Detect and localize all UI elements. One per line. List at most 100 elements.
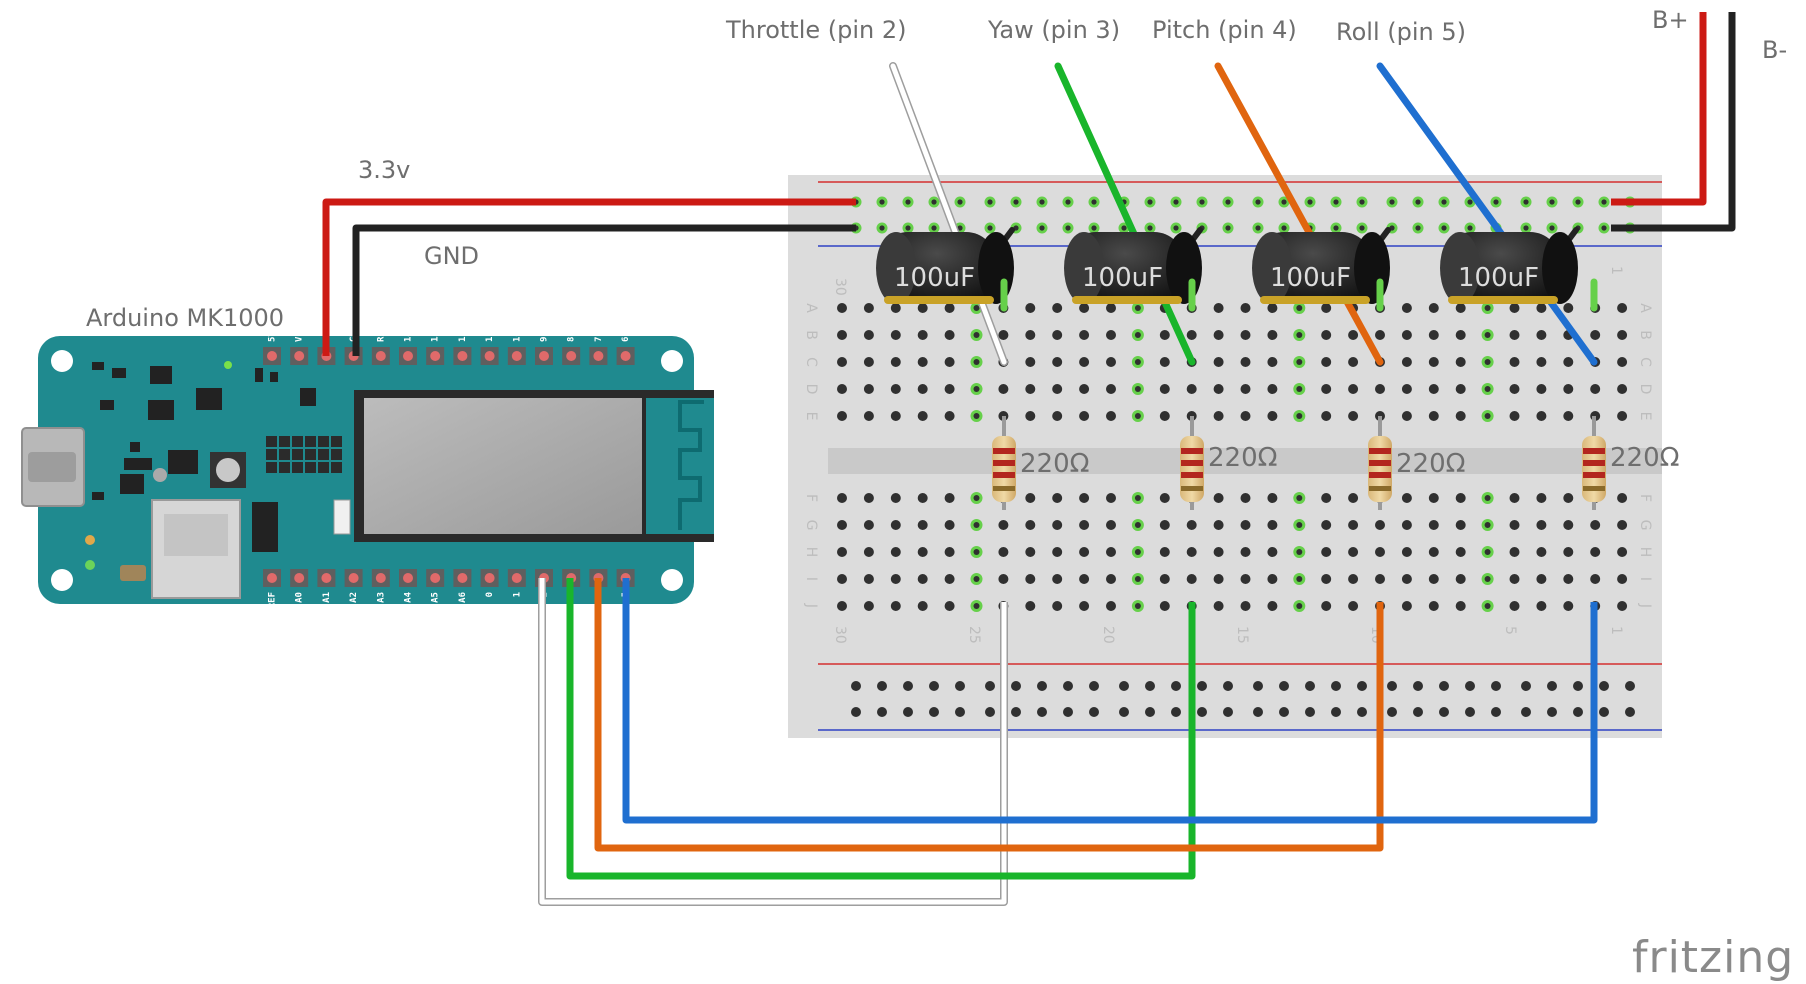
breadboard-hole xyxy=(1428,384,1439,394)
breadboard-hole xyxy=(890,574,901,584)
breadboard-hole xyxy=(1321,384,1332,394)
breadboard-hole xyxy=(1025,411,1036,421)
breadboard-hole xyxy=(1079,520,1090,530)
breadboard-hole xyxy=(890,493,901,503)
row-label: B xyxy=(803,330,819,340)
pin-label: A3 xyxy=(376,592,386,603)
pin-label: 11 SDA xyxy=(485,309,495,342)
breadboard-hole xyxy=(1536,520,1547,530)
breadboard-hole xyxy=(1321,303,1332,313)
breadboard-hole xyxy=(837,520,847,530)
pin-label: RESET xyxy=(376,314,386,342)
breadboard-hole xyxy=(1213,303,1224,313)
breadboard-hole xyxy=(1401,547,1412,557)
rail-hole xyxy=(1465,681,1475,691)
breadboard-hole xyxy=(1536,601,1547,611)
breadboard-hole xyxy=(1536,330,1547,340)
breadboard-hole xyxy=(1079,574,1090,584)
row-label: G xyxy=(1637,520,1653,531)
row-label: A xyxy=(1637,303,1653,313)
breadboard-hole xyxy=(837,601,847,611)
breadboard-hole xyxy=(1079,384,1090,394)
wire-roll-input-blue xyxy=(1376,62,1598,366)
breadboard-hole xyxy=(1455,357,1466,367)
breadboard-hole xyxy=(1186,520,1197,530)
breadboard-hole xyxy=(1159,547,1170,557)
rail-hole xyxy=(877,681,887,691)
breadboard-hole xyxy=(1617,493,1628,503)
breadboard-hole xyxy=(837,574,847,584)
rail-hole xyxy=(1037,707,1047,717)
wire-pitch-input-orange xyxy=(1214,62,1384,366)
breadboard-hole xyxy=(1025,493,1036,503)
breadboard-hole xyxy=(1052,303,1063,313)
pin-label: A6 xyxy=(458,592,468,603)
breadboard-hole xyxy=(1375,547,1385,557)
breadboard-hole xyxy=(1079,493,1090,503)
breadboard-hole xyxy=(944,574,955,584)
breadboard-hole xyxy=(917,384,928,394)
col-number-30-bottom: 30 xyxy=(832,626,848,644)
breadboard-hole xyxy=(1267,547,1278,557)
breadboard-hole xyxy=(1455,520,1466,530)
capacitor-label: 100uF xyxy=(1082,263,1163,293)
breadboard-hole xyxy=(1617,411,1628,421)
breadboard-hole xyxy=(1348,357,1359,367)
wire-3v3-red xyxy=(322,198,856,356)
breadboard-hole xyxy=(917,303,928,313)
breadboard-hole xyxy=(1240,520,1251,530)
rail-hole xyxy=(1521,681,1531,691)
rail-hole xyxy=(1387,707,1397,717)
breadboard-hole xyxy=(863,574,874,584)
breadboard-hole xyxy=(1106,384,1116,394)
breadboard-hole xyxy=(1321,601,1332,611)
breadboard-hole xyxy=(1079,357,1090,367)
breadboard-hole xyxy=(1213,520,1224,530)
pin-label: A1 xyxy=(322,592,332,603)
wire-bplus-red xyxy=(1611,12,1707,206)
breadboard-hole xyxy=(1536,357,1547,367)
breadboard-hole xyxy=(1213,574,1224,584)
breadboard-hole xyxy=(863,303,874,313)
breadboard-hole xyxy=(944,384,955,394)
row-label: B xyxy=(1637,330,1653,340)
rail-hole xyxy=(1011,681,1021,691)
breadboard-hole xyxy=(1240,493,1251,503)
breadboard-hole xyxy=(1267,384,1278,394)
breadboard-hole xyxy=(1375,330,1385,340)
breadboard-hole xyxy=(1186,547,1197,557)
breadboard-hole xyxy=(1617,520,1628,530)
breadboard-hole xyxy=(1106,547,1116,557)
pin-label: 1 xyxy=(512,592,522,597)
wire-bminus-black xyxy=(1611,12,1736,232)
row-label: C xyxy=(1637,357,1653,367)
rail-hole xyxy=(903,681,913,691)
rail-hole xyxy=(1063,681,1073,691)
breadboard-hole xyxy=(1348,493,1359,503)
rail-hole xyxy=(877,707,887,717)
breadboard-hole xyxy=(1186,330,1197,340)
breadboard-hole xyxy=(1509,330,1520,340)
breadboard-hole xyxy=(1267,330,1278,340)
breadboard-hole xyxy=(837,384,847,394)
breadboard-hole xyxy=(1106,411,1116,421)
pin-label: 0 xyxy=(485,592,495,597)
breadboard-hole xyxy=(1455,384,1466,394)
row-label: D xyxy=(1637,384,1653,395)
breadboard-hole xyxy=(1052,520,1063,530)
breadboard-hole xyxy=(1321,330,1332,340)
breadboard-hole xyxy=(1213,384,1224,394)
resistor: 220Ω xyxy=(1368,416,1466,510)
breadboard-hole xyxy=(1267,520,1278,530)
breadboard-hole xyxy=(1267,574,1278,584)
breadboard-hole xyxy=(1159,411,1170,421)
breadboard-hole xyxy=(1348,520,1359,530)
breadboard-hole xyxy=(1025,303,1036,313)
breadboard-hole xyxy=(1563,411,1574,421)
rail-hole xyxy=(1305,707,1315,717)
breadboard-hole xyxy=(998,574,1009,584)
row-label: E xyxy=(1637,412,1653,421)
breadboard-hole xyxy=(1079,547,1090,557)
breadboard-hole xyxy=(944,357,955,367)
